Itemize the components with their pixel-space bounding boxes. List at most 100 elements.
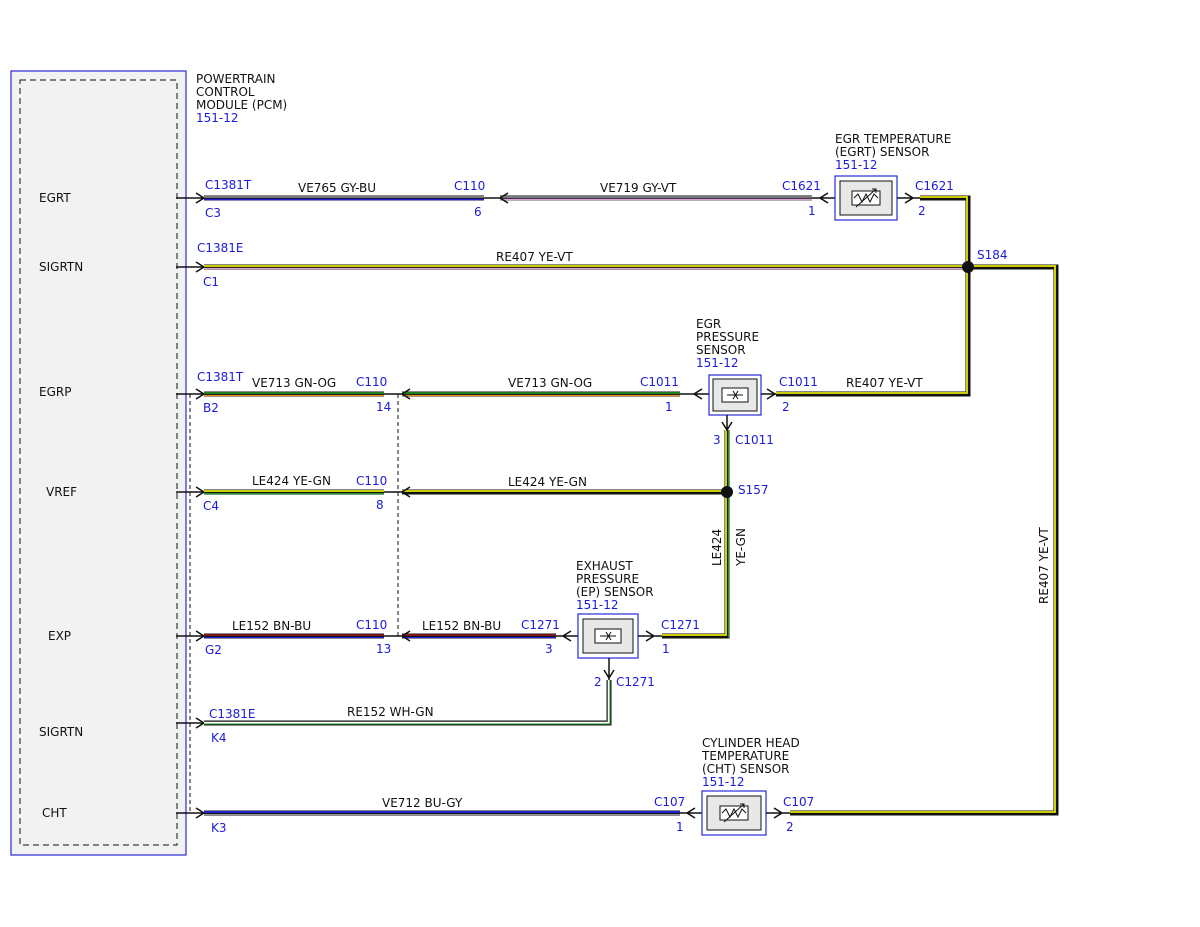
conn-k3: K3 — [211, 821, 227, 835]
egrt-sensor — [812, 175, 920, 221]
ep-sensor — [556, 613, 662, 680]
ep-conn-bottom: C1271 — [616, 675, 655, 689]
cht-pin-right: 2 — [786, 820, 794, 834]
ep-conn-left: C1271 — [521, 618, 560, 632]
conn-c1381t-a: C1381T — [205, 178, 252, 192]
wire-label-re152: RE152 WH-GN — [347, 705, 434, 719]
wire-le424-right — [402, 430, 730, 639]
egrp-sensor — [680, 374, 777, 432]
cht-title-line2: TEMPERATURE — [701, 749, 789, 763]
conn-pin-13: 13 — [376, 642, 391, 656]
conn-c1: C1 — [203, 275, 219, 289]
wire-re152 — [204, 680, 612, 726]
pcm-pin-cht: CHT — [42, 806, 67, 820]
ep-pin-bottom: 2 — [594, 675, 602, 689]
cht-pin-left: 1 — [676, 820, 684, 834]
cht-conn-left: C107 — [654, 795, 685, 809]
wire-label-le424-vert-b: YE-GN — [734, 528, 748, 567]
splice-s157-label: S157 — [738, 483, 769, 497]
conn-c110-b: C110 — [356, 375, 387, 389]
pcm-pin-egrt: EGRT — [39, 191, 71, 205]
pcm-title-line3: MODULE (PCM) — [196, 98, 287, 112]
pcm-pin-vref: VREF — [46, 485, 77, 499]
egrp-ref: 151-12 — [696, 356, 739, 370]
wire-label-le424-right: LE424 YE-GN — [508, 475, 587, 489]
ep-title-line1: EXHAUST — [576, 559, 633, 573]
conn-c1381t-b: C1381T — [197, 370, 244, 384]
egrp-title-line1: EGR — [696, 317, 721, 331]
pcm-module-inner-dash — [19, 79, 178, 846]
conn-pin-14: 14 — [376, 400, 391, 414]
cht-sensor — [680, 790, 790, 836]
egrp-conn-right: C1011 — [779, 375, 818, 389]
wire-ve719 — [500, 195, 812, 201]
egrt-title-line2: (EGRT) SENSOR — [835, 145, 929, 159]
egrt-conn-left: C1621 — [782, 179, 821, 193]
egrp-title-line2: PRESSURE — [696, 330, 759, 344]
wire-label-ve712: VE712 BU-GY — [382, 796, 463, 810]
wire-label-le152-right: LE152 BN-BU — [422, 619, 501, 633]
splice-s184-label: S184 — [977, 248, 1008, 262]
conn-k4: K4 — [211, 731, 227, 745]
c110-arrows — [384, 192, 509, 642]
wire-ve765 — [204, 195, 484, 201]
wire-label-le424-left: LE424 YE-GN — [252, 474, 331, 488]
egrt-pin-left: 1 — [808, 204, 816, 218]
wire-label-ve713-left: VE713 GN-OG — [252, 376, 336, 390]
egrt-pin-right: 2 — [918, 204, 926, 218]
egrp-conn-left: C1011 — [640, 375, 679, 389]
wire-re407-egrt-loop — [776, 195, 971, 397]
conn-c1381e-b: C1381E — [209, 707, 256, 721]
wire-le424-left — [204, 489, 384, 495]
wire-label-re407-top: RE407 YE-VT — [496, 250, 573, 264]
ep-title-line2: PRESSURE — [576, 572, 639, 586]
wire-ve713-left — [204, 391, 384, 397]
conn-c1381e-a: C1381E — [197, 241, 244, 255]
pcm-pin-sigrtn-1: SIGRTN — [39, 260, 83, 274]
egrp-pin-bottom: 3 — [713, 433, 721, 447]
egrp-title-line3: SENSOR — [696, 343, 746, 357]
conn-g2: G2 — [205, 643, 222, 657]
egrt-conn-right: C1621 — [915, 179, 954, 193]
wire-label-re407-vert: RE407 YE-VT — [1037, 527, 1051, 604]
pcm-title-line1: POWERTRAIN — [196, 72, 276, 86]
pcm-pin-exp: EXP — [48, 629, 71, 643]
conn-c4: C4 — [203, 499, 219, 513]
wire-label-ve713-right: VE713 GN-OG — [508, 376, 592, 390]
egrt-ref: 151-12 — [835, 158, 878, 172]
wire-label-ve719: VE719 GY-VT — [600, 181, 677, 195]
splice-s157 — [721, 486, 733, 498]
conn-c3: C3 — [205, 206, 221, 220]
wire-label-le152-left: LE152 BN-BU — [232, 619, 311, 633]
pcm-module-box — [10, 70, 187, 856]
cht-ref: 151-12 — [702, 775, 745, 789]
wire-ve712 — [204, 810, 680, 816]
wire-label-ve765: VE765 GY-BU — [298, 181, 376, 195]
egrp-pin-left: 1 — [665, 400, 673, 414]
wire-re407-vertical — [790, 264, 1059, 816]
ep-pin-right: 1 — [662, 642, 670, 656]
conn-pin-8: 8 — [376, 498, 384, 512]
wire-ve713-right — [402, 391, 680, 397]
cht-conn-right: C107 — [783, 795, 814, 809]
pcm-pin-egrp: EGRP — [39, 385, 71, 399]
wire-le152-right — [402, 633, 556, 639]
conn-c110-a: C110 — [454, 179, 485, 193]
egrt-title-line1: EGR TEMPERATURE — [835, 132, 951, 146]
pcm-ref: 151-12 — [196, 111, 239, 125]
cht-title-line3: (CHT) SENSOR — [702, 762, 790, 776]
conn-c110-c: C110 — [356, 474, 387, 488]
wire-label-re407-mid: RE407 YE-VT — [846, 376, 923, 390]
ep-pin-left: 3 — [545, 642, 553, 656]
egrp-conn-bottom: C1011 — [735, 433, 774, 447]
pcm-title-line2: CONTROL — [196, 85, 255, 99]
cht-title-line1: CYLINDER HEAD — [702, 736, 800, 750]
ep-conn-right: C1271 — [661, 618, 700, 632]
conn-b2: B2 — [203, 401, 219, 415]
splice-s184 — [962, 261, 974, 273]
wire-le152-left — [204, 633, 384, 639]
conn-pin-6: 6 — [474, 205, 482, 219]
egrp-pin-right: 2 — [782, 400, 790, 414]
wire-label-le424-vert-a: LE424 — [710, 529, 724, 566]
